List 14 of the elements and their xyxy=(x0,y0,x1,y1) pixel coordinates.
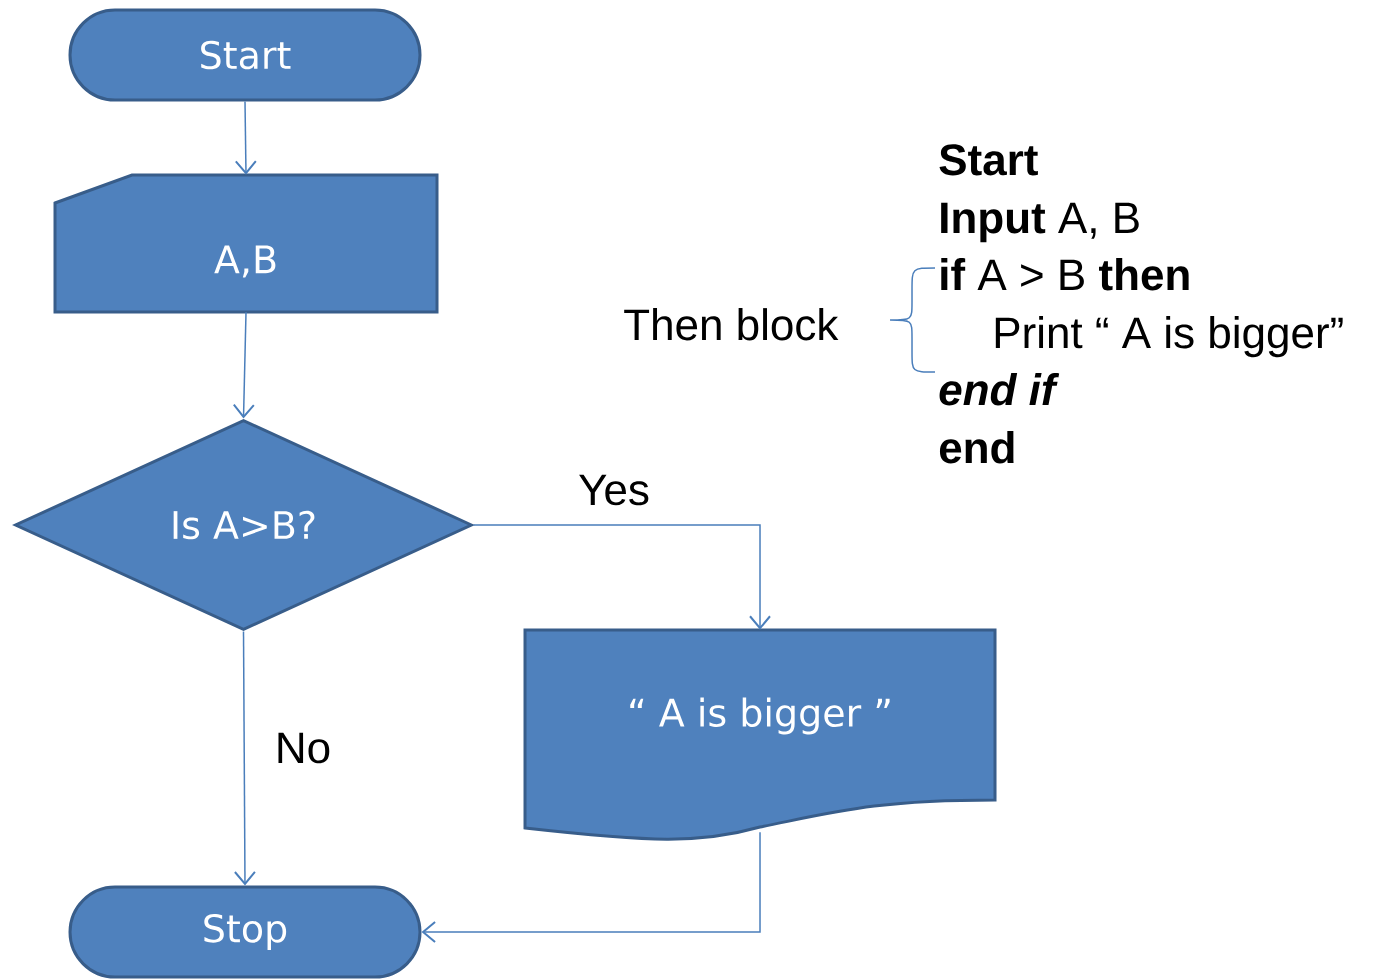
arrow xyxy=(232,311,255,419)
arrow xyxy=(472,524,771,630)
arrow xyxy=(421,831,761,943)
arrow xyxy=(233,630,256,886)
code-line: Start xyxy=(939,144,1038,176)
code-line: if A > B then xyxy=(941,258,1189,291)
edge-label: No xyxy=(273,731,333,765)
arrow xyxy=(234,100,257,175)
code-line: end if xyxy=(939,373,1060,406)
bracket-label: Then block xyxy=(624,308,839,341)
code-line: Print “ A is bigger” xyxy=(995,316,1343,358)
code-line: end xyxy=(939,431,1014,464)
edge-label: Yes xyxy=(577,473,651,507)
code-line: Input A, B xyxy=(941,202,1139,243)
